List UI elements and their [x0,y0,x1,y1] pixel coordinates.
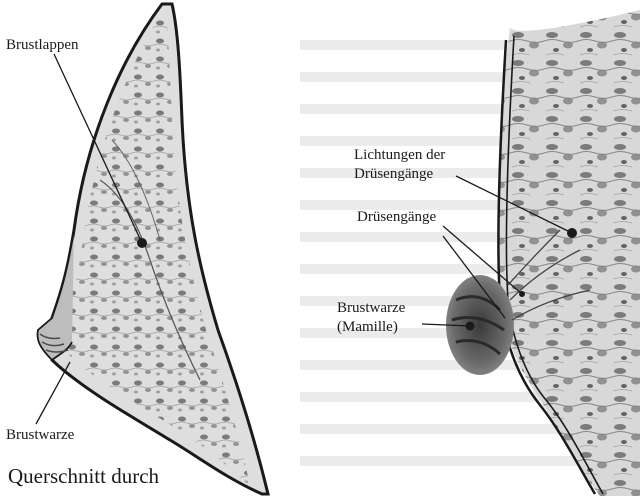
label-brustwarze-left-text: Brustwarze [6,426,74,445]
leader-brustwarze-left [36,362,70,424]
label-brustwarze-right-line1: Brustwarze [337,299,405,318]
caption: Querschnitt durch [8,464,159,488]
left-cross-section [38,4,268,494]
label-lichtungen-line1: Lichtungen der [354,146,445,165]
caption-text: Querschnitt durch [8,464,159,488]
label-brustlappen-text: Brustlappen [6,36,79,55]
label-brustwarze-right-line2: (Mamille) [337,318,405,337]
label-druesengaenge: Drüsengänge [357,208,436,227]
label-lichtungen-line2: Drüsengänge [354,165,445,184]
label-brustwarze-left: Brustwarze [6,426,74,445]
label-lichtungen: Lichtungen der Drüsengänge [354,146,445,184]
label-druesengaenge-text: Drüsengänge [357,208,436,227]
label-brustwarze-right: Brustwarze (Mamille) [337,299,405,337]
label-brustlappen: Brustlappen [6,36,79,55]
